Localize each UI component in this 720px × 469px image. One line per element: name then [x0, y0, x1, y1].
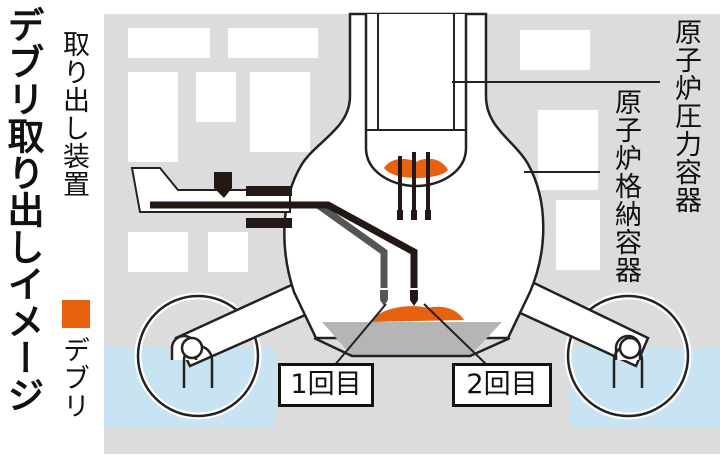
removal-arm-second — [150, 201, 418, 288]
vent-headers — [170, 334, 644, 388]
torus-outline-right — [566, 294, 690, 418]
arm-tip-first — [380, 290, 388, 306]
building-openings — [128, 28, 600, 272]
device-hatch — [214, 172, 232, 198]
pressure-vessel-label: 原子炉圧力容器 — [670, 18, 701, 214]
main-title: デブリ取り出しイメージ — [1, 6, 44, 413]
arm-tip-second — [410, 290, 418, 306]
debris-legend-swatch — [62, 300, 90, 328]
attempt-2-label: 2回目 — [452, 363, 552, 407]
leader-lines — [333, 81, 660, 367]
penetration — [130, 167, 291, 213]
pedestal-floor — [322, 322, 502, 356]
removal-device-label: 取り出し装置 — [58, 30, 89, 198]
containment-vessel-label: 原子炉格納容器 — [610, 88, 641, 284]
control-rod-drives — [398, 152, 430, 214]
isolation-valve-lower — [246, 218, 292, 228]
torus-outline-left — [136, 294, 260, 418]
debris-legend-label: デブリ — [58, 336, 89, 420]
isolation-valve-upper — [246, 186, 292, 196]
debris-at-bottom — [372, 306, 464, 322]
attempt-1-label: 1回目 — [278, 363, 374, 407]
